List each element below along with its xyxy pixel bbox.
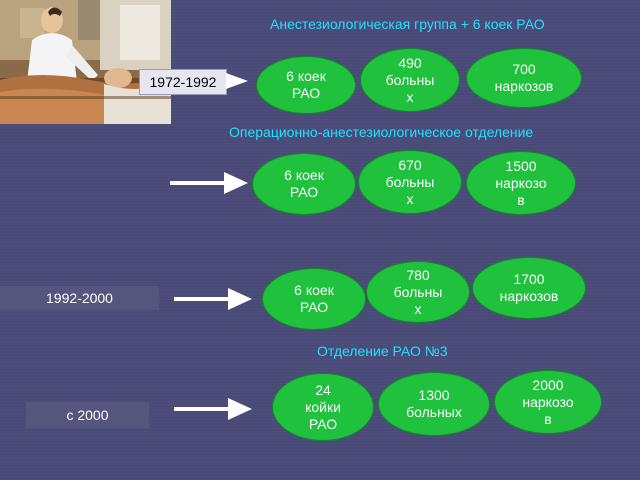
oval-line: 24 — [315, 381, 331, 398]
oval-line: х — [414, 300, 422, 317]
oval-line: РАО — [291, 85, 321, 101]
period-1972-1992: 1972-1992 — [139, 69, 227, 95]
period-since-2000: с 2000 — [26, 402, 149, 428]
arrow-icon — [170, 172, 248, 194]
arrow-icon — [174, 288, 252, 310]
period-1992-2000: 1992-2000 — [0, 286, 159, 310]
oval-line: 1300 — [418, 387, 450, 403]
heading-rao-3-department: Отделение РАО №3 — [317, 343, 448, 359]
doctor-at-hospital-bed-photo-icon — [0, 0, 171, 124]
anesthesia-oval: 2000 наркозо в — [494, 370, 602, 434]
oval-line: 670 — [398, 156, 422, 173]
oval-line: 1500 — [505, 157, 537, 174]
oval-line: 490 — [398, 54, 422, 71]
oval-line: наркозо — [522, 393, 574, 410]
oval-line: 700 — [512, 61, 536, 77]
anesthesia-oval: 700 наркозов — [466, 48, 582, 108]
oval-line: больны — [385, 71, 435, 88]
oval-line: 2000 — [532, 376, 564, 393]
oval-line: наркозов — [494, 78, 554, 94]
patients-oval: 1300 больных — [378, 372, 490, 436]
oval-line: наркозо — [495, 174, 547, 191]
heading-anesthesiology-group: Анестезиологическая группа + 6 коек РАО — [270, 16, 545, 32]
oval-line: 780 — [406, 266, 430, 283]
oval-line: х — [406, 190, 414, 207]
oval-line: больны — [385, 173, 435, 190]
oval-line: х — [406, 88, 414, 105]
oval-line: 6 коек — [286, 68, 326, 84]
anesthesia-oval: 1700 наркозов — [472, 257, 586, 319]
heading-operating-anesthesiology-department: Операционно-анестезиологическое отделени… — [229, 124, 534, 140]
oval-line: РАО — [289, 184, 319, 200]
oval-line: РАО — [299, 299, 329, 315]
patients-oval: 780 больны х — [366, 261, 470, 323]
doctor-photo — [0, 0, 171, 124]
patients-oval: 670 больны х — [358, 150, 462, 214]
oval-line: 6 коек — [294, 282, 334, 298]
anesthesia-oval: 1500 наркозо в — [466, 151, 576, 215]
beds-oval: 24 койки РАО — [272, 373, 374, 441]
oval-line: 1700 — [513, 271, 545, 287]
oval-line: больных — [406, 404, 462, 420]
beds-oval: 6 коек РАО — [252, 153, 356, 215]
oval-line: наркозов — [499, 288, 559, 304]
oval-line: больны — [393, 283, 443, 300]
oval-line: 6 коек — [284, 167, 324, 183]
oval-line: койки — [305, 398, 341, 415]
beds-oval: 6 коек РАО — [256, 56, 356, 114]
arrow-icon — [174, 398, 252, 420]
oval-line: в — [544, 410, 552, 427]
patients-oval: 490 больны х — [360, 48, 460, 112]
beds-oval: 6 коек РАО — [262, 268, 366, 330]
oval-line: в — [517, 191, 525, 208]
arrow-icon — [226, 73, 248, 89]
oval-line: РАО — [308, 415, 338, 432]
